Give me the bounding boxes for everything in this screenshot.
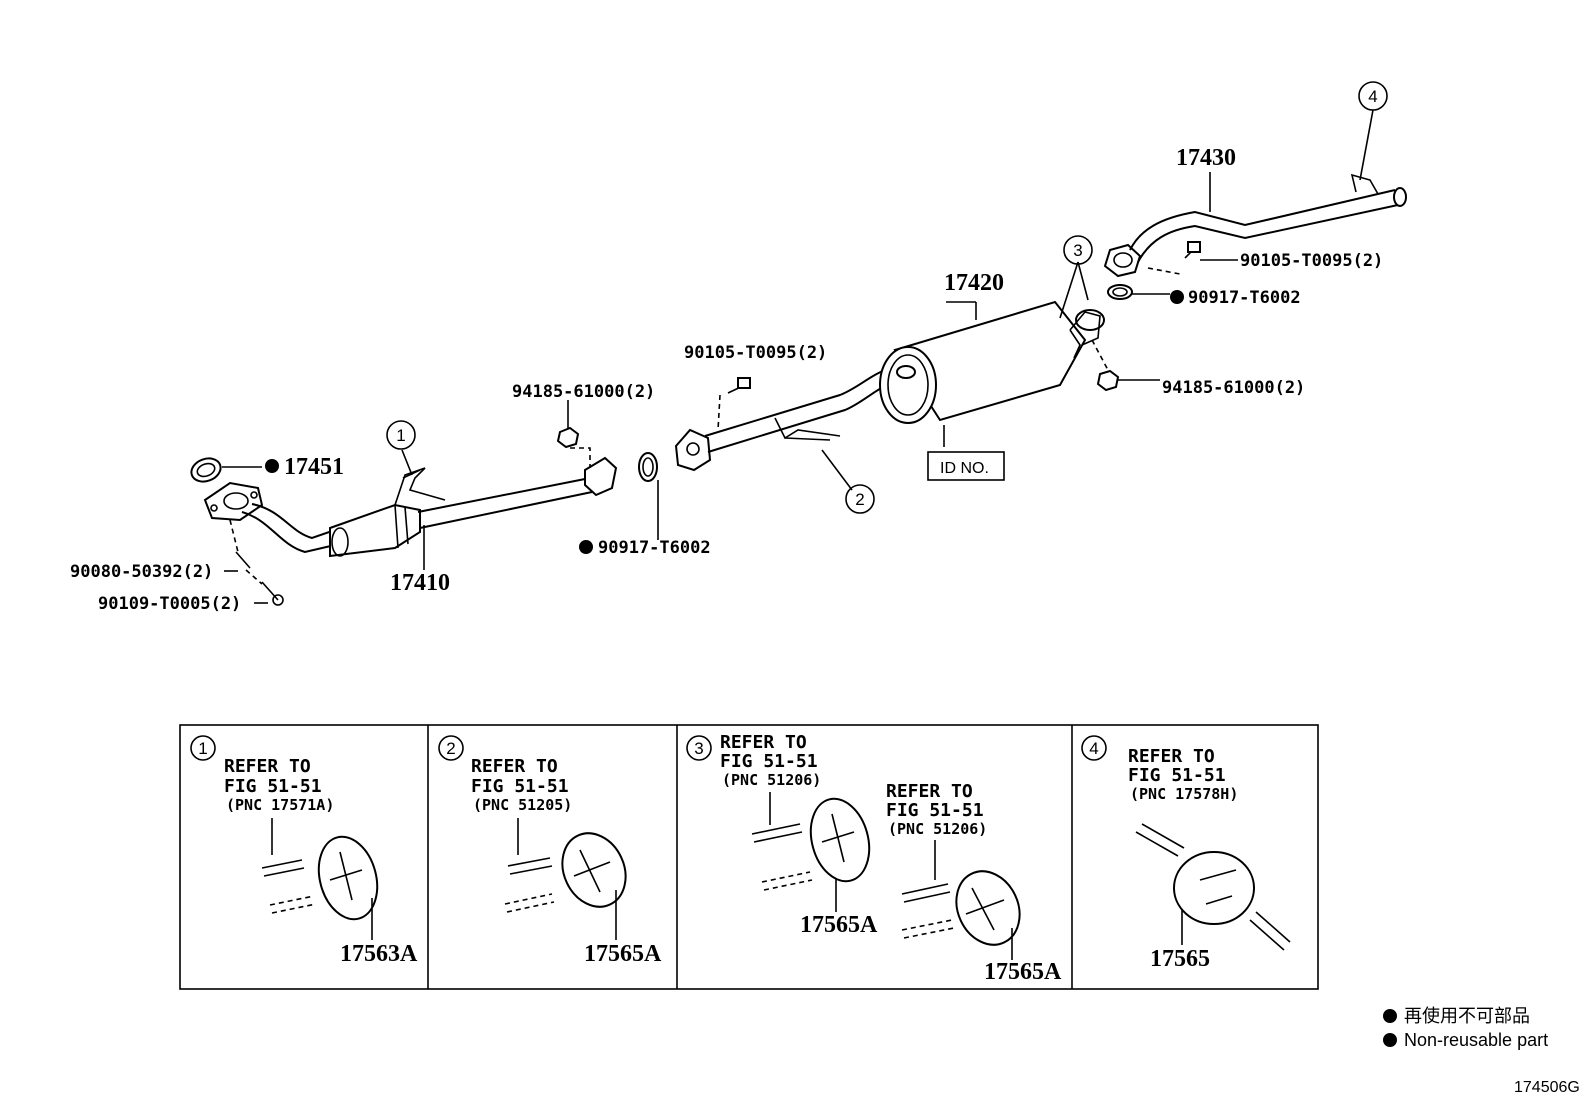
callout-2: 2 (845, 484, 875, 514)
detail-part-17563A: 17563A (340, 941, 418, 967)
detail-box-3: 3 REFER TO FIG 51-51 (PNC 51206) 17565A … (686, 732, 1062, 985)
non-reusable-marker (579, 540, 593, 554)
svg-text:FIG 51-51: FIG 51-51 (224, 776, 322, 797)
svg-text:(PNC 17571A): (PNC 17571A) (226, 796, 334, 814)
svg-text:4: 4 (1089, 739, 1098, 758)
legend: 再使用不可部品 Non-reusable part (1383, 1006, 1548, 1050)
part-label-94185-right: 94185-61000(2) (1162, 378, 1305, 398)
non-reusable-marker (265, 459, 279, 473)
callout-4: 4 (1358, 81, 1388, 111)
detail-box-4: 4 REFER TO FIG 51-51 (PNC 17578H) 17565 (1081, 735, 1291, 972)
part-label-90109: 90109-T0005(2) (98, 594, 241, 614)
svg-text:FIG 51-51: FIG 51-51 (471, 776, 569, 797)
tail-pipe-drawing (1103, 173, 1407, 300)
svg-text:REFER TO: REFER TO (471, 756, 558, 777)
callout-1: 1 (386, 420, 416, 450)
svg-text:2: 2 (855, 490, 864, 509)
part-label-90917-left: 90917-T6002 (598, 538, 711, 558)
part-label-17451: 17451 (284, 454, 344, 480)
part-label-17410: 17410 (390, 570, 450, 596)
part-label-94185-left: 94185-61000(2) (512, 382, 655, 402)
svg-text:FIG 51-51: FIG 51-51 (720, 751, 818, 772)
svg-text:REFER TO: REFER TO (224, 756, 311, 777)
detail-boxes (179, 724, 1319, 990)
svg-text:(PNC 51206): (PNC 51206) (722, 771, 821, 789)
non-reusable-marker (1170, 290, 1184, 304)
callout-3: 3 (1063, 235, 1093, 265)
svg-text:(PNC 51206): (PNC 51206) (888, 820, 987, 838)
detail-part-17565A-1: 17565A (584, 941, 662, 967)
part-label-90080: 90080-50392(2) (70, 562, 213, 582)
part-label-90105-right: 90105-T0095(2) (1240, 251, 1383, 271)
drawing-code: 174506G (1514, 1079, 1580, 1096)
part-label-90917-right: 90917-T6002 (1188, 288, 1301, 308)
part-label-17430: 17430 (1176, 145, 1236, 171)
svg-text:REFER TO: REFER TO (720, 732, 807, 753)
svg-text:(PNC 51205): (PNC 51205) (473, 796, 572, 814)
svg-text:2: 2 (446, 739, 455, 758)
detail-box-1: 1 REFER TO FIG 51-51 (PNC 17571A) 17563A (190, 735, 418, 967)
detail-box-2: 2 REFER TO FIG 51-51 (PNC 51205) 17565A (438, 735, 662, 967)
detail-part-17565A-2: 17565A (800, 912, 878, 938)
svg-text:(PNC 17578H): (PNC 17578H) (1130, 785, 1238, 803)
svg-text:3: 3 (694, 739, 703, 758)
svg-text:REFER TO: REFER TO (886, 781, 973, 802)
svg-text:REFER TO: REFER TO (1128, 746, 1215, 767)
svg-text:FIG 51-51: FIG 51-51 (886, 800, 984, 821)
part-label-90105-mid: 90105-T0095(2) (684, 343, 827, 363)
svg-text:3: 3 (1073, 241, 1082, 260)
svg-text:1: 1 (198, 739, 207, 758)
part-label-17420: 17420 (944, 270, 1004, 296)
legend-en: Non-reusable part (1404, 1030, 1548, 1050)
detail-part-17565A-3: 17565A (984, 959, 1062, 985)
leader-lines (222, 109, 1374, 604)
detail-part-17565: 17565 (1150, 946, 1210, 972)
legend-jp: 再使用不可部品 (1404, 1006, 1530, 1026)
svg-text:1: 1 (396, 426, 405, 445)
svg-text:FIG 51-51: FIG 51-51 (1128, 765, 1226, 786)
id-no-box (927, 451, 1005, 481)
center-muffler-drawing (674, 300, 1120, 472)
front-pipe-drawing (190, 426, 658, 606)
svg-text:4: 4 (1368, 87, 1377, 106)
id-no-label: ID NO. (940, 460, 989, 477)
